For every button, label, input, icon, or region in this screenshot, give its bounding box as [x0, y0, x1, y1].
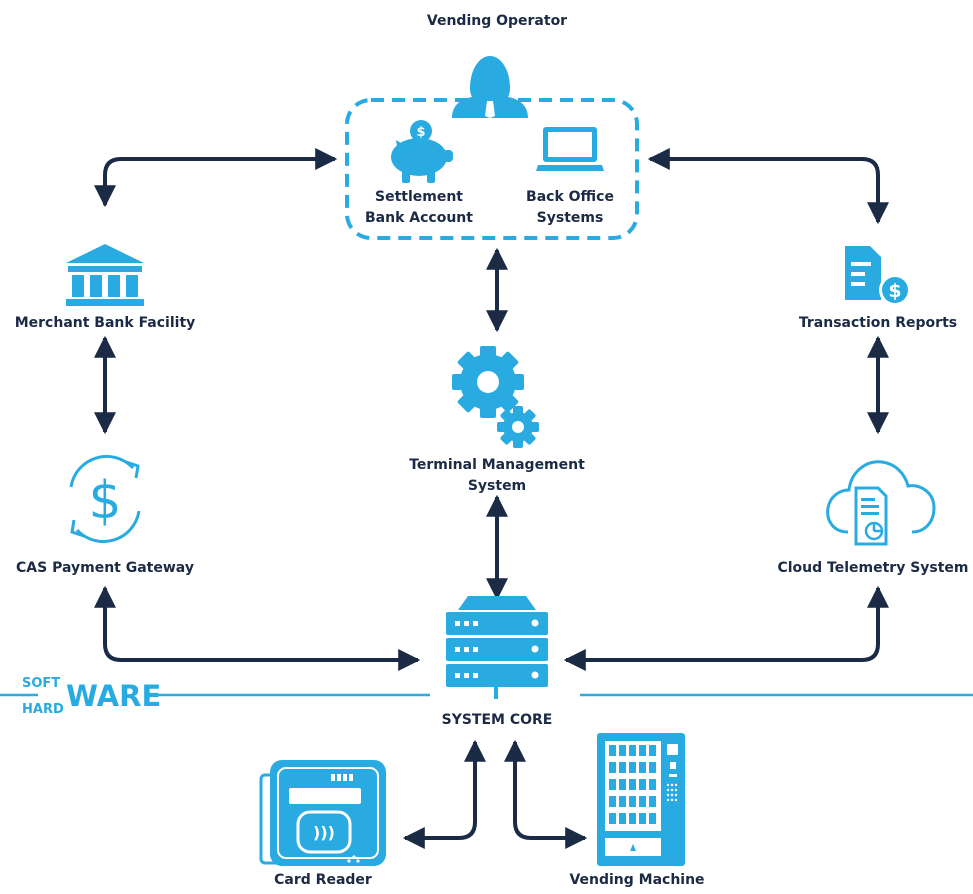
vending-machine-label: Vending Machine: [569, 872, 705, 888]
vending-slot: [639, 762, 646, 773]
vending-slot: [649, 779, 656, 790]
cloud-telemetry-system-label: Cloud Telemetry System: [777, 560, 969, 576]
server-rack-icon: [446, 596, 548, 699]
vending-operator-label: Vending Operator: [426, 13, 568, 29]
vending-keypad-key: [666, 793, 670, 797]
vending-slot: [619, 779, 626, 790]
vending-slot: [629, 796, 636, 807]
vending-slot: [639, 796, 646, 807]
vending-keypad-key: [670, 793, 674, 797]
arrow-core-to-card-reader: [402, 739, 486, 849]
vending-slot: [639, 779, 646, 790]
terminal-management-system-label: Terminal Management System: [409, 457, 585, 494]
arrow-merchant-bank-to-operator: [94, 148, 338, 208]
vending-slot: [609, 796, 616, 807]
vending-slot: [619, 813, 626, 824]
svg-text:$: $: [888, 280, 901, 302]
card-reader-label: Card Reader: [274, 872, 372, 888]
vending-slot: [629, 813, 636, 824]
vending-keypad-key: [674, 798, 678, 802]
vending-keypad-key: [666, 783, 670, 787]
vending-slot: [629, 745, 636, 756]
ware-label: WARE: [66, 679, 162, 713]
vending-keypad-key: [670, 783, 674, 787]
svg-text:))): ))): [313, 823, 335, 842]
vending-slot: [639, 813, 646, 824]
arrow-cloud-to-core: [563, 585, 889, 671]
computer-monitor-icon: [536, 127, 604, 171]
soft-label: SOFT: [22, 676, 61, 691]
gears-icon: [452, 346, 539, 448]
vending-keypad-key: [670, 798, 674, 802]
vending-slot: [619, 796, 626, 807]
arrow-operator-to-transaction-reports: [647, 148, 889, 225]
vending-slot: [649, 813, 656, 824]
svg-text:$: $: [416, 125, 425, 140]
merchant-bank-facility-label: Merchant Bank Facility: [14, 315, 196, 331]
vending-keypad-key: [674, 793, 678, 797]
arrow-gateway-to-core: [94, 585, 421, 671]
transaction-reports-label: Transaction Reports: [798, 315, 958, 331]
vending-keypad-key: [670, 788, 674, 792]
vending-slot: [649, 762, 656, 773]
settlement-bank-account-label: Settlement Bank Account: [365, 189, 473, 226]
vending-slot: [649, 796, 656, 807]
bank-building-icon: [66, 244, 144, 306]
vending-keypad-key: [666, 788, 670, 792]
svg-text:$: $: [88, 471, 121, 531]
vending-keypad-key: [666, 798, 670, 802]
cas-payment-gateway-label: CAS Payment Gateway: [16, 560, 194, 576]
dollar-cycle-icon: $: [69, 454, 141, 544]
vending-slot: [649, 745, 656, 756]
vending-machine-icon: [597, 733, 685, 866]
vending-keypad-key: [674, 783, 678, 787]
vending-keypad-key: [674, 788, 678, 792]
vending-slot: [629, 779, 636, 790]
invoice-report-icon: $: [845, 246, 911, 306]
connector-arrows: [94, 148, 889, 849]
system-core-label: SYSTEM CORE: [441, 712, 553, 728]
vending-slot: [609, 762, 616, 773]
vending-slot: [629, 762, 636, 773]
vending-slot: [619, 745, 626, 756]
person-icon: [452, 56, 528, 118]
vending-slot: [639, 745, 646, 756]
hard-label: HARD: [22, 702, 64, 717]
vending-slot: [609, 779, 616, 790]
operator-dashed-box: [345, 98, 639, 240]
cloud-document-icon: [826, 460, 936, 546]
vending-slot: [619, 762, 626, 773]
vending-slot: [609, 745, 616, 756]
arrow-core-to-vending-machine: [504, 739, 588, 849]
piggy-bank-icon: $: [391, 120, 453, 183]
back-office-systems-label: Back Office Systems: [526, 189, 614, 226]
vending-slot: [609, 813, 616, 824]
card-reader-icon: ))): [259, 760, 386, 866]
